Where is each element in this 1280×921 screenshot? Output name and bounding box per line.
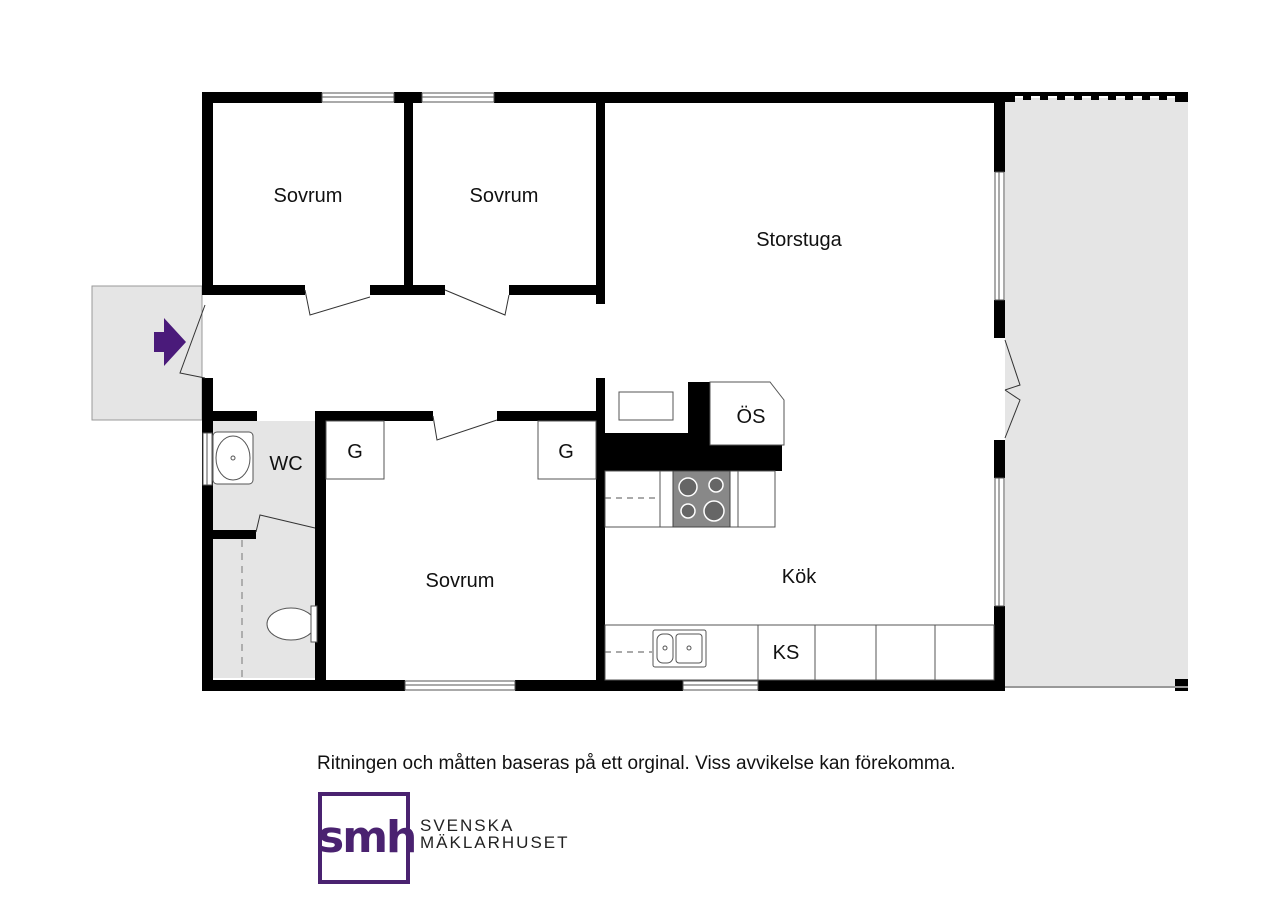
room-label-bedroom-3: Sovrum: [426, 570, 495, 592]
wardrobe: [709, 381, 785, 446]
logo-line-1: SVENSKA: [420, 816, 515, 835]
doors: [179, 289, 1021, 533]
room-label-bedroom-1: Sovrum: [274, 185, 343, 207]
room-label-bedroom-2: Sovrum: [470, 185, 539, 207]
room-label-living-room: Storstuga: [756, 229, 842, 251]
room-label-wardrobe: ÖS: [737, 406, 766, 428]
room-label-closet-2: G: [558, 441, 574, 463]
counter-box: [618, 391, 674, 421]
entrance-porch: [91, 285, 203, 421]
terrace: [1005, 98, 1188, 686]
washbasin-icon: [212, 431, 254, 485]
room-label-fridge: KS: [773, 642, 800, 664]
room-label-kitchen: Kök: [782, 566, 817, 588]
stove-icon: [672, 470, 731, 528]
interior-walls: [202, 92, 782, 691]
toilet-icon: [266, 605, 318, 643]
entrance-arrow: [154, 318, 186, 366]
room-label-wc: WC: [269, 453, 302, 475]
closet-left: [325, 420, 385, 480]
windows: [202, 92, 1005, 691]
kitchen-counter-bottom: [604, 624, 995, 681]
sink-icon: [652, 629, 707, 668]
terrace-railing: [1005, 92, 1188, 691]
closet-right: [537, 420, 597, 480]
bathroom-floor: [213, 538, 317, 678]
disclaimer-text: Ritningen och måtten baseras på ett orgi…: [317, 753, 956, 774]
logo-mark: smh: [318, 812, 417, 863]
room-label-closet-1: G: [347, 441, 363, 463]
logo-line-2: MÄKLARHUSET: [420, 833, 570, 852]
logo-frame: [318, 792, 410, 884]
